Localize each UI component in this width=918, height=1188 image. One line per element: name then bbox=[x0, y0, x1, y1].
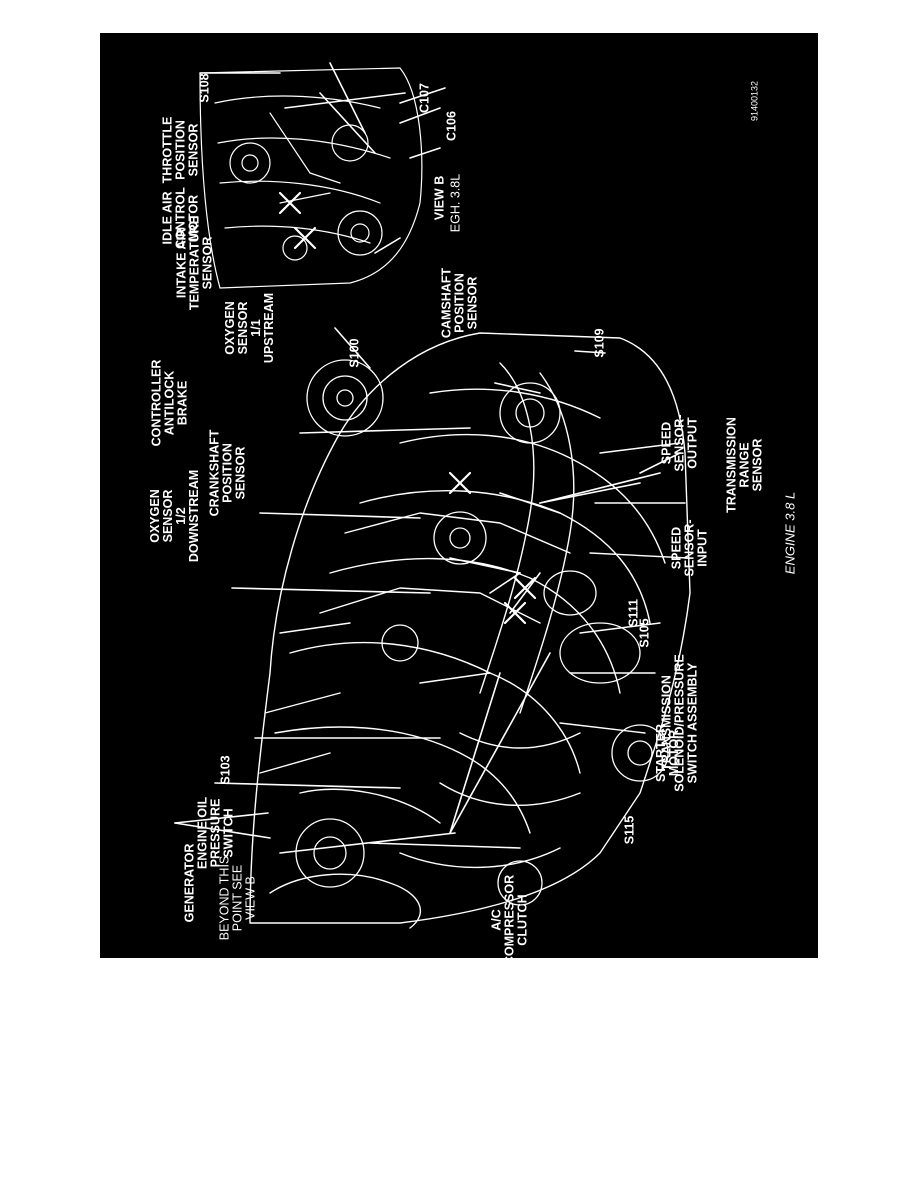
engine-illustration bbox=[174, 62, 691, 929]
engine-pulleys bbox=[295, 359, 669, 906]
label-speed-sensor-input: SPEED SENSOR- INPUT bbox=[669, 519, 710, 577]
label-s103: S103 bbox=[218, 755, 233, 785]
label-camshaft-position-sensor: CAMSHAFT POSITION SENSOR bbox=[439, 267, 480, 339]
engine-diagram-panel: GENERATOR BEYOND THIS POINT SEE VIEW B E… bbox=[100, 33, 818, 958]
label-oxygen-sensor-downstream: OXYGEN SENSOR 1/2 DOWNSTREAM bbox=[148, 469, 201, 563]
callout-leader-lines bbox=[174, 62, 681, 854]
label-c106: C106 bbox=[444, 111, 459, 141]
label-transmission-solenoid-pressure-switch: TRANSMISSION SOLENOID/PRESSURE SWITCH AS… bbox=[659, 654, 700, 792]
label-throttle-position-sensor: THROTTLE POSITION SENSOR bbox=[160, 116, 201, 184]
rotated-label-layer: GENERATOR BEYOND THIS POINT SEE VIEW B E… bbox=[100, 33, 818, 958]
label-view-b-title: VIEW B bbox=[432, 175, 447, 221]
label-view-b-subtitle: EGH. 3.8L bbox=[448, 173, 463, 233]
label-c107: C107 bbox=[417, 83, 432, 113]
view-b-inset-drawing bbox=[199, 67, 423, 289]
label-s111: S111 bbox=[626, 599, 641, 627]
label-speed-sensor-output: SPEED SENSOR- OUTPUT bbox=[659, 414, 700, 472]
label-idle-air-control-motor: IDLE AIR CONTROL MOTOR bbox=[160, 187, 201, 249]
label-s100: S100 bbox=[347, 338, 362, 368]
label-engine-caption: ENGINE 3.8 L bbox=[782, 491, 798, 575]
label-figure-id: 9140013­2 bbox=[749, 80, 760, 122]
label-s108: S108 bbox=[197, 73, 212, 103]
label-transmission-range-sensor: TRANSMISSION RANGE SENSOR bbox=[724, 417, 765, 513]
label-oxygen-sensor-upstream: OXYGEN SENSOR 1/1 UPSTREAM bbox=[223, 292, 276, 364]
label-ac-compressor-clutch: A/C COMPRESSOR CLUTCH bbox=[489, 874, 530, 958]
label-s115: S115 bbox=[622, 815, 637, 845]
label-engine-oil-pressure-switch: ENGINE OIL PRESSURE SWITCH bbox=[195, 796, 236, 870]
label-s109: S109 bbox=[592, 328, 607, 358]
label-controller-antilock-brake: CONTROLLER ANTILOCK BRAKE bbox=[149, 359, 190, 447]
splice-markers bbox=[278, 191, 537, 625]
label-crankshaft-position-sensor: CRANKSHAFT POSITION SENSOR bbox=[207, 429, 248, 517]
